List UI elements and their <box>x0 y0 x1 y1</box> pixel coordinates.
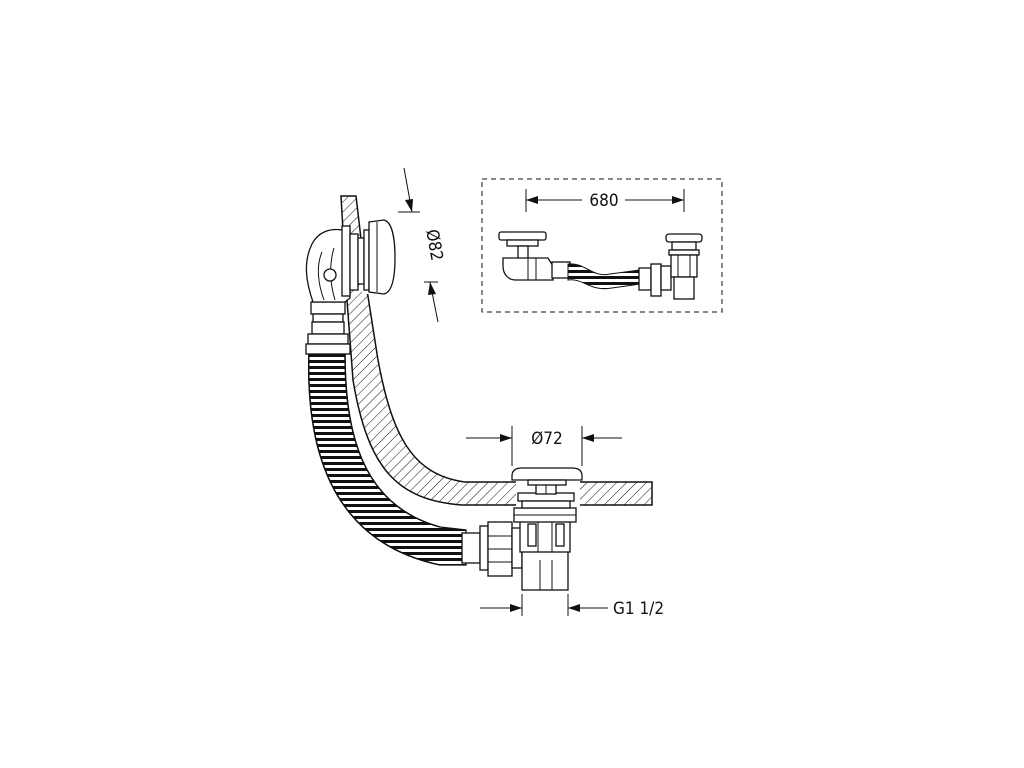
dim-thread: G1 1/2 <box>480 594 664 619</box>
inset-drain <box>638 233 703 300</box>
dim-o72: Ø72 <box>466 426 622 466</box>
dim-680: 680 <box>525 189 685 212</box>
dim-label-o82: Ø82 <box>421 228 446 262</box>
inset-hose <box>567 263 641 290</box>
dim-label-680: 680 <box>589 191 618 211</box>
inset-overflow <box>498 231 554 281</box>
hose-coupling <box>461 521 523 577</box>
dim-label-thread: G1 1/2 <box>613 599 664 619</box>
inset-frame <box>481 178 723 313</box>
dim-o82: Ø82 <box>398 167 447 323</box>
drain-assembly <box>511 467 583 591</box>
overflow-assembly <box>305 219 396 355</box>
inset-view: 680 <box>481 178 723 313</box>
dim-label-o72: Ø72 <box>531 429 563 449</box>
corrugated-hose <box>308 351 467 566</box>
